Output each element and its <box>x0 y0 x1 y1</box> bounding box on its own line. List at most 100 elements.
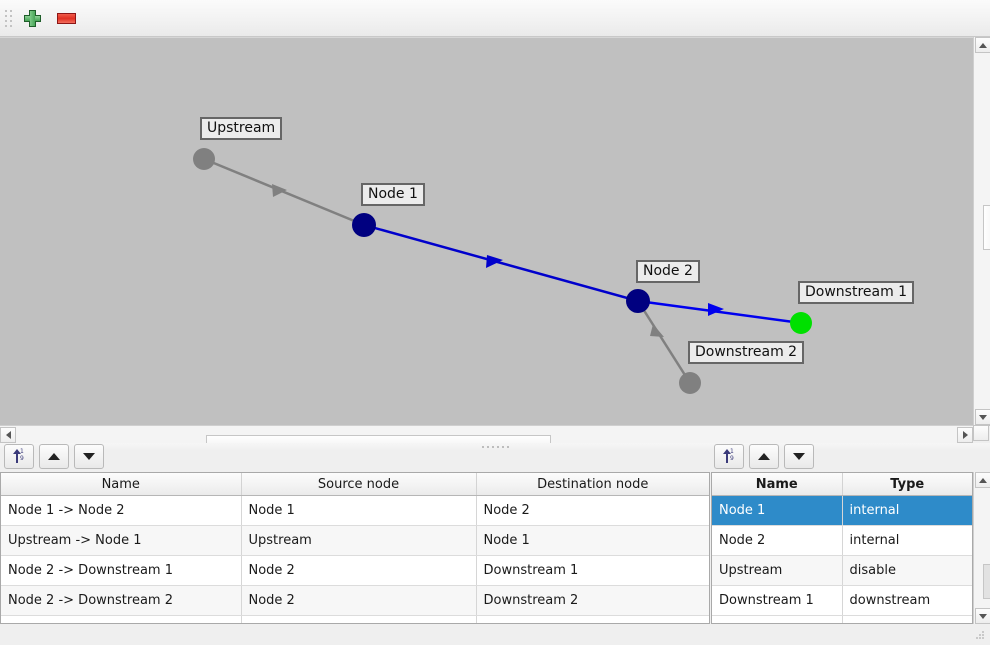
canvas-scroll-up-button[interactable] <box>974 37 990 53</box>
nodes-cell-name[interactable]: Downstream 1 <box>712 585 843 616</box>
chevron-down-icon <box>978 613 987 619</box>
nodes-scroll-up-button[interactable] <box>974 472 990 488</box>
toolbar-drag-handle[interactable] <box>3 7 13 29</box>
table-row[interactable]: Downstream 1 downstream <box>712 585 972 616</box>
graph-edge-node2-downstream1 <box>637 299 802 325</box>
graph-node-upstream <box>193 148 215 170</box>
graph-node-label-downstream1[interactable]: Downstream 1 <box>798 281 915 304</box>
edges-cell-name[interactable]: Upstream -> Node 1 <box>1 525 242 556</box>
edges-empty-cell <box>1 615 242 623</box>
status-bar <box>0 625 990 645</box>
edges-table-empty-row <box>1 615 709 623</box>
graph-node-node1 <box>352 213 376 237</box>
edges-empty-cell <box>241 615 477 623</box>
graph-svg <box>193 148 812 394</box>
nodes-cell-type[interactable]: internal <box>842 495 972 526</box>
nodes-table[interactable]: Name Type Node 1 internal Node 2 interna… <box>712 473 972 623</box>
edges-table-header-row: Name Source node Destination node <box>1 473 709 496</box>
nodes-cell-type[interactable]: internal <box>842 525 972 556</box>
remove-node-button[interactable] <box>51 4 81 32</box>
graph-edge-node1-node2 <box>363 223 639 303</box>
nodes-table-vertical-scrollbar[interactable] <box>973 472 990 624</box>
table-row[interactable]: Node 1 internal <box>712 495 972 526</box>
table-row[interactable]: Node 2 -> Downstream 2 Node 2 Downstream… <box>1 585 709 616</box>
nodes-table-header-row: Name Type <box>712 473 972 496</box>
minus-icon <box>56 12 76 24</box>
edges-empty-cell <box>476 615 709 623</box>
nodes-cell-type[interactable]: disable <box>842 555 972 586</box>
chevron-up-icon <box>978 477 987 483</box>
edges-col-source[interactable]: Source node <box>241 473 477 496</box>
triangle-up-icon <box>48 452 60 460</box>
edges-cell-destination[interactable]: Node 1 <box>476 525 709 556</box>
edges-move-up-button[interactable] <box>39 443 69 469</box>
nodes-col-name[interactable]: Name <box>712 473 843 496</box>
edges-cell-name[interactable]: Node 2 -> Downstream 1 <box>1 555 242 586</box>
edges-cell-source[interactable]: Node 1 <box>241 495 477 526</box>
table-row[interactable]: Upstream -> Node 1 Upstream Node 1 <box>1 525 709 556</box>
triangle-down-icon <box>83 452 95 460</box>
plus-icon <box>23 9 41 27</box>
canvas-vscroll-thumb[interactable] <box>982 205 990 250</box>
nodes-cell-name[interactable]: Node 2 <box>712 525 843 556</box>
edges-col-destination[interactable]: Destination node <box>476 473 709 496</box>
edges-table-frame[interactable]: Name Source node Destination node Node 1… <box>0 472 710 624</box>
edges-cell-destination[interactable]: Downstream 2 <box>476 585 709 616</box>
edges-cell-destination[interactable]: Downstream 1 <box>476 555 709 586</box>
canvas-scroll-left-button[interactable] <box>0 426 16 443</box>
table-row[interactable]: Node 2 internal <box>712 525 972 556</box>
graph-node-downstream1 <box>790 312 812 334</box>
nodes-cell-name[interactable]: Upstream <box>712 555 843 586</box>
chevron-down-icon <box>978 414 987 420</box>
scrollbar-corner <box>973 425 989 441</box>
main-toolbar <box>0 0 990 37</box>
nodes-cell-type[interactable]: downstream <box>842 585 972 616</box>
graph-node-node2 <box>626 289 650 313</box>
table-row[interactable]: Node 2 -> Downstream 1 Node 2 Downstream… <box>1 555 709 586</box>
nodes-table-empty-row <box>712 615 972 623</box>
chevron-left-icon <box>5 430 11 439</box>
splitter-grip-icon <box>481 446 509 448</box>
triangle-up-icon <box>758 452 770 460</box>
edges-cell-source[interactable]: Node 2 <box>241 555 477 586</box>
nodes-vscroll-thumb[interactable] <box>982 564 990 599</box>
edges-cell-source[interactable]: Upstream <box>241 525 477 556</box>
window-resize-grip[interactable] <box>976 631 988 643</box>
edges-table[interactable]: Name Source node Destination node Node 1… <box>1 473 709 623</box>
canvas-horizontal-scrollbar[interactable] <box>0 425 973 451</box>
add-node-button[interactable] <box>17 4 47 32</box>
edges-col-name[interactable]: Name <box>1 473 242 496</box>
nodes-move-down-button[interactable] <box>784 443 814 469</box>
panel-splitter[interactable] <box>0 443 990 451</box>
nodes-table-frame[interactable]: Name Type Node 1 internal Node 2 interna… <box>711 472 973 624</box>
table-row[interactable]: Node 1 -> Node 2 Node 1 Node 2 <box>1 495 709 526</box>
edges-move-down-button[interactable] <box>74 443 104 469</box>
canvas-vertical-scrollbar[interactable] <box>973 37 990 425</box>
graph-canvas[interactable]: Upstream Node 1 Node 2 Downstream 1 Down… <box>0 37 990 426</box>
nodes-col-type[interactable]: Type <box>842 473 972 496</box>
graph-node-label-node1[interactable]: Node 1 <box>361 183 425 206</box>
graph-edge-node2-downstream2 <box>636 300 692 384</box>
graph-node-label-node2[interactable]: Node 2 <box>636 260 700 283</box>
nodes-scroll-down-button[interactable] <box>974 608 990 624</box>
nodes-move-up-button[interactable] <box>749 443 779 469</box>
nodes-cell-name[interactable]: Node 1 <box>712 495 843 526</box>
edges-cell-source[interactable]: Node 2 <box>241 585 477 616</box>
edges-cell-destination[interactable]: Node 2 <box>476 495 709 526</box>
graph-node-label-downstream2[interactable]: Downstream 2 <box>688 341 805 364</box>
edges-cell-name[interactable]: Node 2 -> Downstream 2 <box>1 585 242 616</box>
graph-node-downstream2 <box>679 372 701 394</box>
canvas-scroll-down-button[interactable] <box>974 409 990 425</box>
edges-cell-name[interactable]: Node 1 -> Node 2 <box>1 495 242 526</box>
triangle-down-icon <box>793 452 805 460</box>
graph-node-label-upstream[interactable]: Upstream <box>200 117 283 140</box>
table-row[interactable]: Upstream disable <box>712 555 972 586</box>
canvas-scroll-right-button[interactable] <box>957 426 973 443</box>
